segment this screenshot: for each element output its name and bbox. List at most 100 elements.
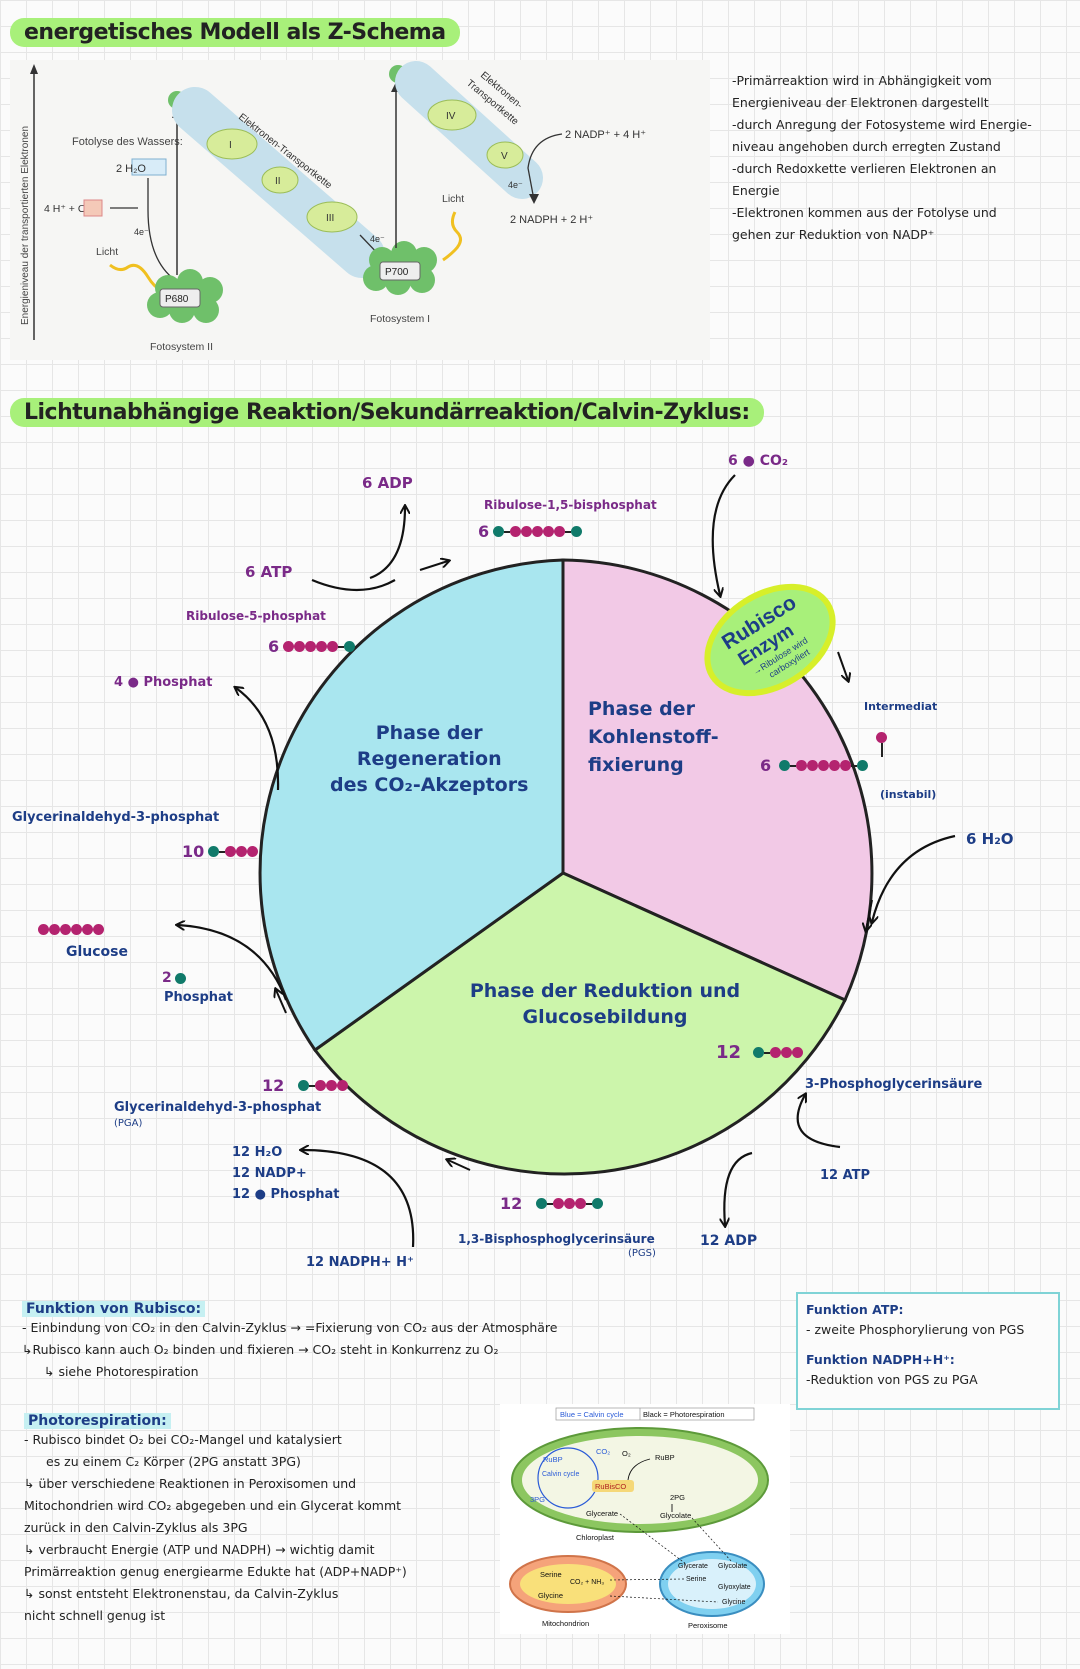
note-line: -Primärreaktion wird in Abhängigkeit vom <box>732 73 992 88</box>
z-schema-diagram: Energieniveau der transportierten Elektr… <box>10 60 710 360</box>
phase-reg-line: Phase der <box>375 722 483 744</box>
pr-rubisco: RuBisCO <box>595 1482 626 1491</box>
bpg-label: 1,3-Bisphosphoglycerinsäure <box>458 1232 655 1246</box>
peroxisome-inner <box>668 1559 756 1609</box>
axis-label: Energieniveau der transportierten Elektr… <box>20 126 31 325</box>
light-wave-1-icon <box>109 263 163 293</box>
atp12-label: 12 ATP <box>820 1168 871 1183</box>
pgs-count: 12 <box>716 1042 742 1063</box>
sector-reduktion <box>312 871 848 1176</box>
co2-arrow <box>711 474 736 595</box>
nadph-fn-title: Funktion NADPH+H⁺: <box>806 1352 955 1367</box>
function-box: Funktion ATP: - zweite Phosphorylierung … <box>796 1292 1060 1410</box>
cycle-arrow-left <box>276 990 287 1014</box>
fotolyse-label: Fotolyse des Wassers: <box>72 136 183 148</box>
pr-mito-serine: Serine <box>540 1570 562 1579</box>
photoresp-line: Mitochondrien wird CO₂ abgegeben und ein… <box>24 1498 402 1513</box>
h2o12-label: 12 H₂O <box>232 1145 283 1160</box>
rubp-count: 6 <box>478 522 490 541</box>
ru5p-label: Ribulose-5-phosphat <box>186 609 326 623</box>
photoresp-line: zurück in den Calvin-Zyklus als 3PG <box>24 1520 248 1535</box>
nadph12-label: 12 NADPH+ H⁺ <box>306 1255 414 1270</box>
note-line: -Elektronen kommen aus der Fotolyse und <box>732 205 997 220</box>
complex-3 <box>306 201 358 233</box>
light-wave-2-icon <box>442 211 462 262</box>
pr-perox-label: Peroxisome <box>688 1621 728 1630</box>
phase-fix-line: Phase der <box>588 698 695 720</box>
phosphat4-text: 4 ● Phosphat <box>114 675 213 690</box>
rubisco-fn-title: Funktion von Rubisco: <box>22 1301 206 1317</box>
complex-3-label: III <box>326 213 334 224</box>
p680-label: P680 <box>165 294 189 305</box>
ru5p-count: 6 <box>268 637 280 656</box>
nadp-arrow <box>527 133 563 201</box>
note-line: Energieniveau der Elektronen dargestellt <box>732 95 989 110</box>
g3p10-label: Glycerinaldehyd-3-phosphat <box>12 810 220 825</box>
complex-5 <box>486 141 524 169</box>
g3p12-label: Glycerinaldehyd-3-phosphat <box>114 1100 322 1115</box>
cycle-arrow-bottom <box>448 1160 471 1171</box>
note-line: -durch Redoxkette verlieren Elektronen a… <box>732 161 997 176</box>
rubp-molecule: 6 <box>478 522 583 541</box>
pr-2pg: 2PG <box>670 1493 685 1502</box>
phase-reg-line: des CO₂-Akzeptors <box>330 774 529 796</box>
adp12-arrow <box>724 1151 753 1225</box>
atp6-arrow <box>311 578 396 592</box>
phase-regeneration: Phase der Regeneration des CO₂-Akzeptors <box>330 720 528 798</box>
rubp-label: Ribulose-1,5-bisphosphat <box>484 498 657 512</box>
pr-perox-glycerate: Glycerate <box>678 1563 708 1570</box>
pgs-molecule: 12 <box>716 1042 804 1063</box>
atp-fn-line: - zweite Phosphorylierung von PGS <box>806 1322 1025 1337</box>
pr-perox-glyoxylate: Glyoxylate <box>718 1584 751 1591</box>
licht-label-2: Licht <box>442 193 464 205</box>
pr-calvin-label: Calvin cycle <box>542 1471 579 1478</box>
zschema-title: energetisches Modell als Z-Schema <box>10 18 460 47</box>
adp6-arrow <box>369 507 405 580</box>
complex-1 <box>206 128 258 160</box>
complex-4-label: IV <box>446 111 456 122</box>
intermediat-molecule: 6 <box>760 756 869 775</box>
pr-chloroplast-label: Chloroplast <box>576 1533 615 1542</box>
rubisco-fn-line: ↳ siehe Photorespiration <box>44 1364 199 1379</box>
note-line: niveau angehoben durch erregten Zustand <box>732 139 1001 154</box>
fs1-label: Fotosystem I <box>370 313 430 325</box>
calvin-cycle-diagram: Rubisco Enzym →Ribulose wird carboxylier… <box>0 474 956 1248</box>
pr-glycolate: Glycolate <box>660 1511 691 1520</box>
ru5p-molecule: 6 <box>268 637 356 656</box>
rubisco-fn-line: - Einbindung von CO₂ in den Calvin-Zyklu… <box>22 1320 558 1335</box>
photoresp-line: ↳ verbraucht Energie (ATP und NADPH) → w… <box>24 1542 375 1557</box>
bpg-count: 12 <box>500 1194 523 1213</box>
fs2-label: Fotosystem II <box>150 341 213 353</box>
complex-1-label: I <box>229 140 232 151</box>
phase-fix-line: fixierung <box>588 754 684 776</box>
phase-red-line: Glucosebildung <box>522 1006 688 1028</box>
g3p12-count: 12 <box>262 1076 285 1095</box>
pr-legend-blue: Blue = Calvin cycle <box>560 1410 624 1419</box>
phosphat4-label: 4 ● Phosphat <box>114 675 212 690</box>
e4-label-5: 4e⁻ <box>508 180 523 190</box>
phosphat4-arrow <box>236 688 280 791</box>
h2o6-label: 6 H₂O <box>966 830 1014 848</box>
photoresp-title: Photorespiration: <box>24 1413 171 1429</box>
h2o-box <box>131 158 167 176</box>
reduction-outputs: 12 H₂O 12 NADP+ 12 ● Phosphat <box>232 1142 340 1205</box>
h-o2-label: 4 H⁺ + O₂ <box>44 203 90 215</box>
photoresp-line: ↳ sonst entsteht Elektronenstau, da Calv… <box>24 1586 339 1601</box>
zschema-notes: -Primärreaktion wird in Abhängigkeit vom… <box>732 70 1072 246</box>
g3p12-molecule: 12 <box>262 1076 349 1095</box>
photoresp-line: ↳ über verschiedene Reaktionen in Peroxi… <box>24 1476 357 1491</box>
pr-mito-glycine: Glycine <box>538 1591 563 1600</box>
pr-o2: O₂ <box>622 1449 631 1458</box>
mitochondrion-inner <box>520 1564 616 1604</box>
phosphat2-group: 2 <box>162 970 186 986</box>
adp6-label: 6 ADP <box>362 474 413 492</box>
complex-2 <box>261 166 299 194</box>
z-schema-background <box>10 60 710 360</box>
complex-4 <box>427 99 477 131</box>
glucose-arrow <box>178 925 288 1001</box>
axis-arrow-icon <box>30 64 38 74</box>
phase-reduktion: Phase der Reduktion und Glucosebildung <box>440 978 770 1030</box>
phosphat2-count: 2 <box>162 970 172 986</box>
pr-co2nh3: CO₂ + NH₃ <box>570 1579 604 1586</box>
photorespiration-diagram: Blue = Calvin cycle Black = Photorespira… <box>500 1404 790 1634</box>
